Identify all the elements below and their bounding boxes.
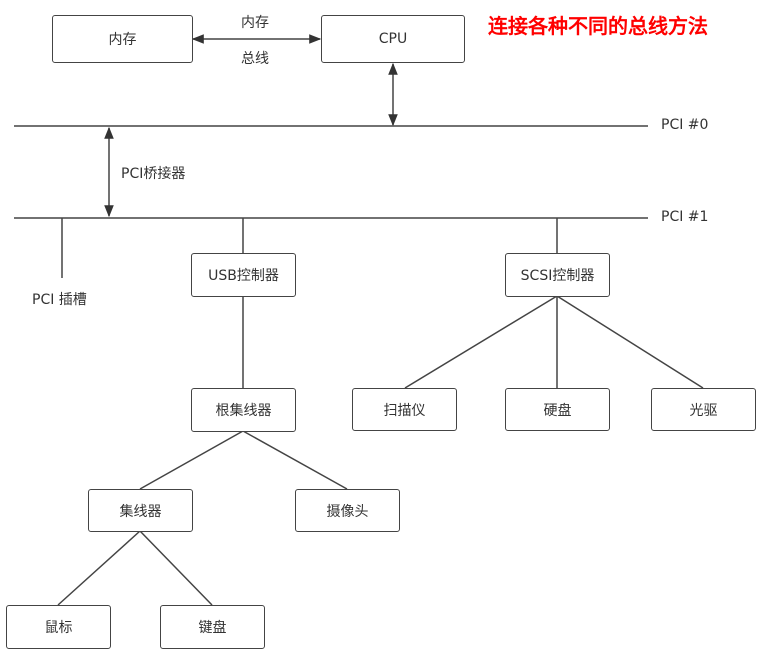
scanner-node: 扫描仪 [352, 388, 457, 431]
scsi-optical-link [556, 295, 704, 389]
usb-controller-node: USB控制器 [191, 253, 296, 297]
camera-node: 摄像头 [295, 489, 400, 532]
root-hub-node: 根集线器 [191, 388, 296, 432]
roothub-hub-link [139, 430, 244, 490]
keyboard-node: 键盘 [160, 605, 265, 649]
memory-bus-label-top: 内存 [241, 15, 269, 31]
memory-bus-label-bottom: 总线 [241, 51, 269, 67]
pci-slot-label: PCI 插槽 [32, 292, 87, 308]
mouse-node: 鼠标 [6, 605, 111, 649]
memory-node: 内存 [52, 15, 193, 63]
hard-disk-node: 硬盘 [505, 388, 610, 431]
hub-keyboard-link [139, 530, 213, 606]
roothub-camera-link [242, 430, 348, 490]
cpu-node: CPU [321, 15, 465, 63]
pci0-label: PCI #0 [661, 117, 709, 133]
pci-bridge-label: PCI桥接器 [121, 166, 186, 182]
diagram-title: 连接各种不同的总线方法 [488, 14, 708, 38]
scsi-scanner-link [404, 295, 558, 389]
scsi-controller-node: SCSI控制器 [505, 253, 610, 297]
pci1-label: PCI #1 [661, 209, 709, 225]
hub-node: 集线器 [88, 489, 193, 532]
hub-mouse-link [57, 530, 141, 606]
optical-drive-node: 光驱 [651, 388, 756, 431]
